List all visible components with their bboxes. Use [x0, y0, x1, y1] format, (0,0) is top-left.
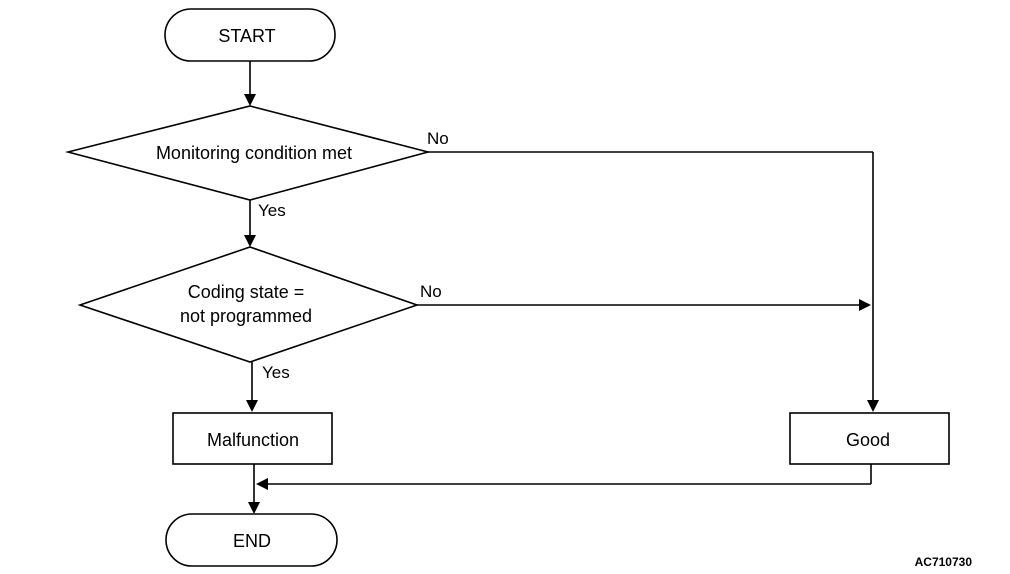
- malfunction-label: Malfunction: [207, 430, 299, 450]
- connector-start-to-monitoring: [244, 61, 256, 106]
- connector-malfunction-to-end: [248, 464, 260, 514]
- decision-coding-label-line1: Coding state =: [188, 282, 305, 302]
- connector-coding-yes: [246, 362, 258, 412]
- connector-good-to-end: [256, 464, 872, 490]
- decision-coding-label-line2: not programmed: [180, 306, 312, 326]
- good-label: Good: [846, 430, 890, 450]
- connector-monitoring-yes: [244, 200, 256, 247]
- monitoring-no-label: No: [427, 129, 449, 148]
- end-terminal: END: [165, 513, 338, 567]
- decision-monitoring-condition: Monitoring condition met: [64, 105, 432, 201]
- good-box: Good: [789, 412, 950, 465]
- malfunction-box: Malfunction: [172, 412, 333, 465]
- end-label: END: [233, 531, 271, 551]
- decision-coding-state: Coding state = not programmed: [77, 246, 420, 363]
- start-terminal: START: [164, 8, 336, 62]
- decision-monitoring-label: Monitoring condition met: [156, 143, 352, 163]
- connector-monitoring-no: [428, 151, 879, 412]
- figure-id: AC710730: [915, 555, 973, 569]
- connector-coding-no: [417, 299, 871, 311]
- start-label: START: [218, 26, 275, 46]
- coding-yes-label: Yes: [262, 363, 290, 382]
- coding-no-label: No: [420, 282, 442, 301]
- monitoring-yes-label: Yes: [258, 201, 286, 220]
